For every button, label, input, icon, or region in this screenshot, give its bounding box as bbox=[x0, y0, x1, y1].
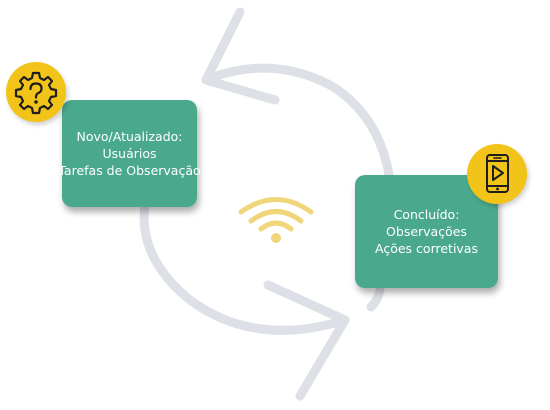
tablet-play-icon bbox=[486, 154, 509, 193]
gear-question-icon bbox=[14, 71, 58, 115]
wifi-middle-arc bbox=[248, 209, 304, 224]
right-node-heading: Concluído: bbox=[393, 207, 460, 222]
left-node-line-users: Usuários bbox=[102, 146, 157, 161]
left-node-line-tasks: Tarefas de Observação bbox=[58, 163, 201, 178]
upper-arrowhead bbox=[201, 7, 280, 105]
wifi-icon bbox=[238, 197, 314, 243]
right-node-line-observations: Observações bbox=[386, 224, 467, 239]
left-node-heading: Novo/Atualizado: bbox=[76, 129, 183, 144]
completed-node: Concluído: Observações Ações corretivas bbox=[355, 175, 498, 288]
right-node-line-actions: Ações corretivas bbox=[375, 241, 478, 256]
upper-arc-arrow bbox=[201, 63, 395, 185]
new-updated-node: Novo/Atualizado: Usuários Tarefas de Obs… bbox=[58, 100, 201, 207]
lower-arc-arrow bbox=[139, 200, 350, 335]
tablet-play-badge bbox=[467, 144, 527, 204]
gear-question-badge bbox=[6, 62, 66, 122]
right-arc-tail bbox=[366, 285, 385, 312]
wifi-dot bbox=[271, 233, 281, 243]
wifi-outer-arc bbox=[238, 197, 314, 215]
lower-arrowhead bbox=[263, 280, 350, 401]
wifi-inner-arc bbox=[258, 220, 294, 232]
